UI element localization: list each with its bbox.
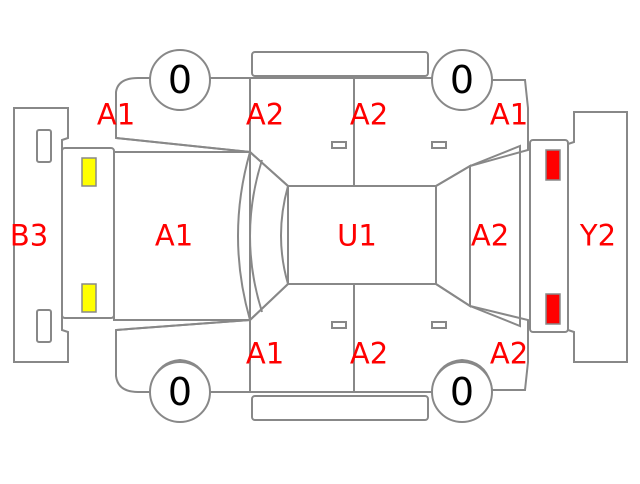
front-bumper-tab-bottom — [36, 309, 52, 343]
wheel-bottom-left — [149, 361, 211, 423]
label-front-bumper: B3 — [9, 218, 49, 253]
wheel-top-right — [431, 49, 493, 111]
bottom-window-line — [115, 319, 251, 331]
label-hood: A1 — [154, 218, 194, 253]
front-bumper — [13, 107, 69, 363]
label-top-rear-door: A2 — [349, 97, 389, 132]
rear-lamp-bottom — [545, 293, 561, 325]
rear-fascia — [529, 139, 569, 333]
trunk-panel — [469, 144, 521, 328]
label-top-left-fender: A1 — [96, 97, 136, 132]
top-window-line — [115, 137, 251, 153]
label-bottom-front-door: A1 — [245, 336, 285, 371]
wheel-top-left — [149, 49, 211, 111]
bottom-roof-strip — [251, 395, 429, 421]
windshield-inner — [249, 159, 263, 313]
label-bottom-right-quarter: A2 — [489, 336, 529, 371]
label-top-right-quarter: A1 — [489, 97, 529, 132]
tire-top-right: 0 — [449, 58, 475, 102]
front-bumper-tab-top — [36, 129, 52, 163]
bottom-handle-2 — [431, 321, 447, 329]
rear-bumper — [567, 111, 628, 363]
top-handle-1 — [331, 141, 347, 149]
wheel-bottom-right — [431, 361, 493, 423]
tire-top-left: 0 — [167, 58, 193, 102]
rear-window — [435, 164, 471, 308]
tire-bottom-left: 0 — [167, 370, 193, 414]
label-top-front-door: A2 — [245, 97, 285, 132]
label-trunk: A2 — [470, 218, 510, 253]
label-rear-bumper: Y2 — [579, 218, 617, 253]
label-bottom-rear-door: A2 — [349, 336, 389, 371]
bottom-handle-1 — [331, 321, 347, 329]
tire-bottom-right: 0 — [449, 370, 475, 414]
windshield — [249, 151, 289, 321]
front-lamp-top — [81, 157, 97, 187]
front-lamp-bottom — [81, 283, 97, 313]
label-roof: U1 — [337, 218, 377, 253]
windshield-arc — [237, 151, 251, 321]
top-handle-2 — [431, 141, 447, 149]
rear-lamp-top — [545, 149, 561, 181]
top-roof-strip — [251, 51, 429, 77]
